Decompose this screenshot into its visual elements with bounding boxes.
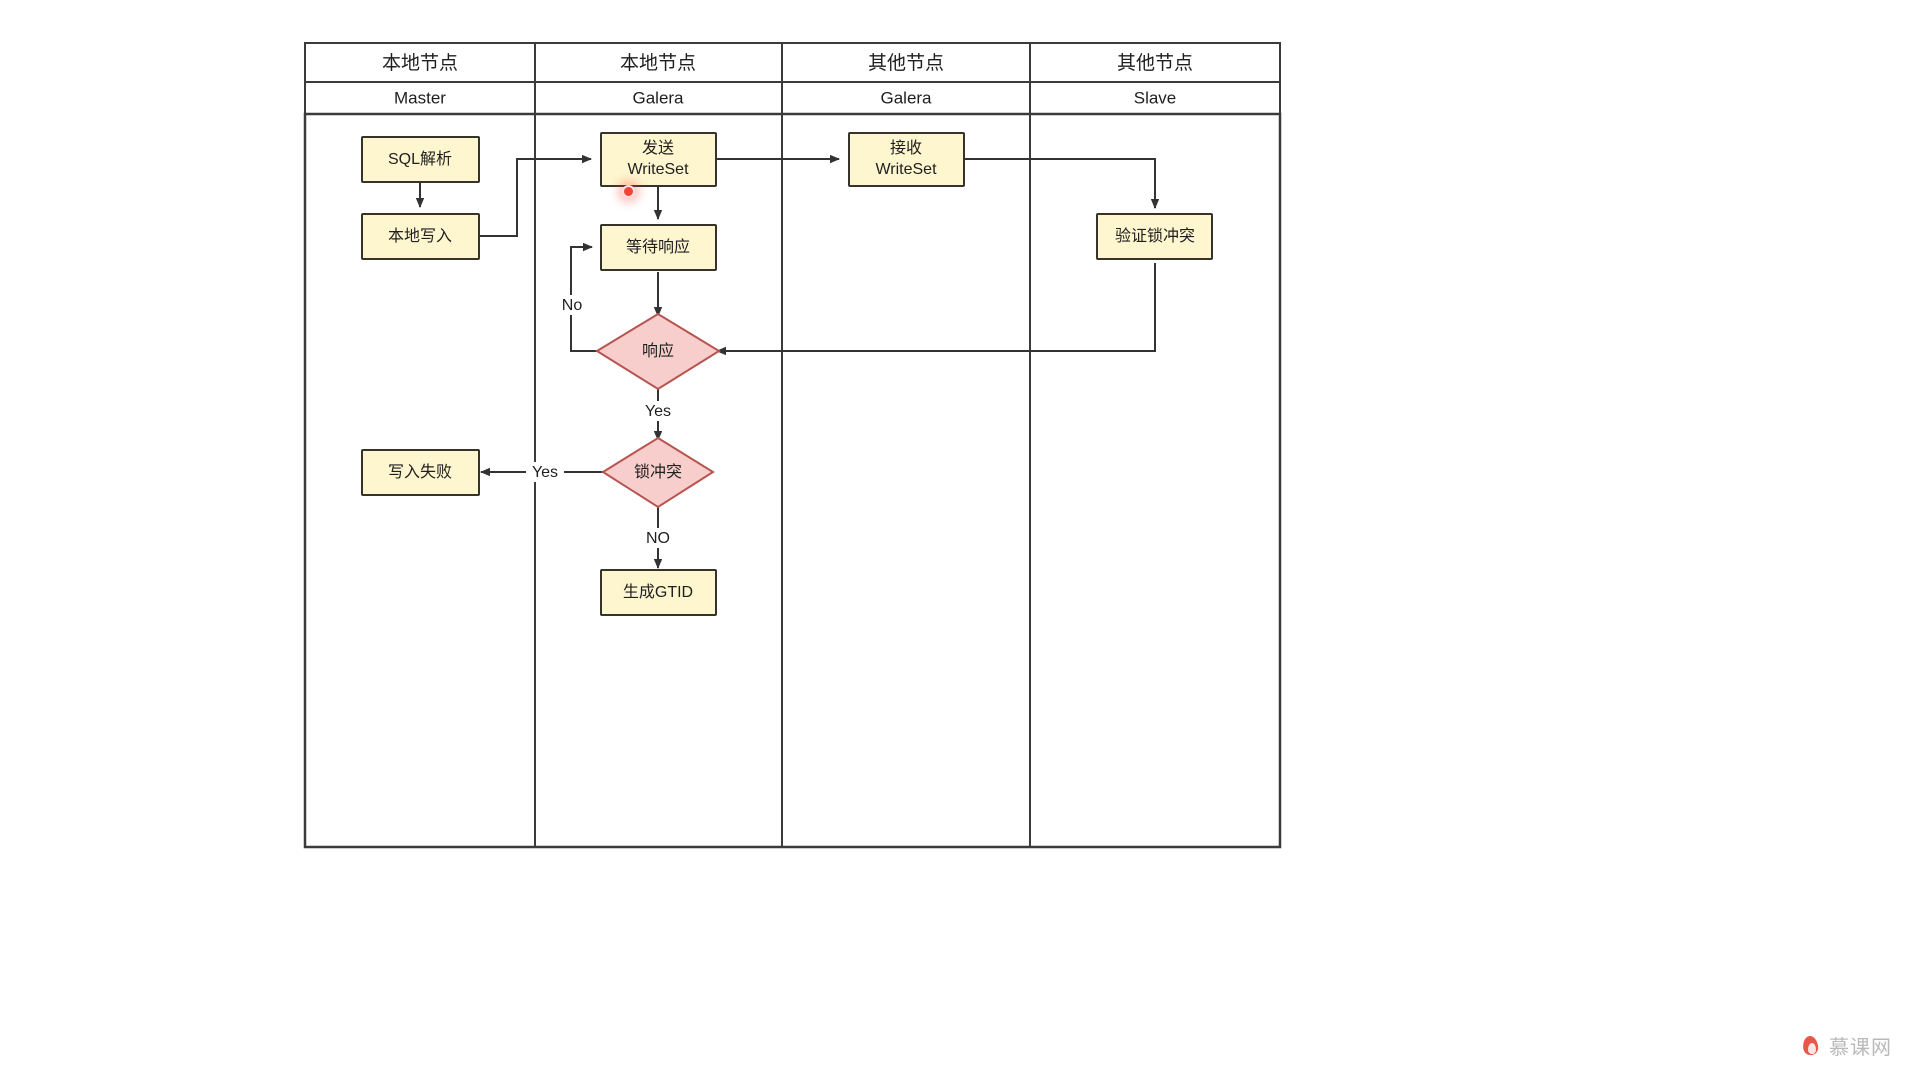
lane-title-1: 本地节点 [620,52,696,74]
lane-subtitle-3: Slave [1134,88,1177,107]
node-verify-lock-conflict-label: 验证锁冲突 [1115,227,1195,245]
node-send-writeset[interactable]: 发送 WriteSet [600,132,717,187]
node-lock-conflict-decision-label: 锁冲突 [634,463,682,481]
lane-title-0: 本地节点 [382,52,458,74]
cursor-highlight-dot [622,185,635,198]
node-wait-response[interactable]: 等待响应 [600,224,717,271]
node-receive-writeset-label-line1: 接收 [890,139,922,157]
node-response-decision-label: 响应 [642,341,674,360]
swimlane-body-frame [303,112,1282,849]
node-response-decision[interactable]: 响应 [595,312,721,391]
lane-title-cell-0 [304,42,536,83]
lane-subtitle-1: Galera [632,88,684,107]
edge-localwrite-to-sendws [479,154,592,237]
node-write-fail[interactable]: 写入失败 [361,449,480,496]
node-local-write[interactable]: 本地写入 [361,213,480,260]
lane-title-cell-3 [1029,42,1281,83]
connectors [415,154,1160,569]
lane-sub-cell-1 [534,81,783,115]
flame-icon [1800,1034,1822,1058]
node-send-writeset-label-line2: WriteSet [627,161,689,178]
node-sql-parse[interactable]: SQL解析 [361,136,480,183]
edge-verifylock-to-resp [716,263,1156,356]
lane-subtitle-0: Master [394,88,446,107]
node-generate-gtid-label: 生成GTID [623,583,693,601]
swimlane-header-row-subtitles: Master Galera Galera Slave [304,81,1281,115]
node-local-write-label: 本地写入 [388,227,452,245]
node-receive-writeset-label-line2: WriteSet [875,161,937,178]
watermark-text: 慕课网 [1829,1037,1892,1059]
swimlane-header-row-titles: 本地节点 本地节点 其他节点 其他节点 [304,42,1281,83]
lane-title-cell-1 [534,42,783,83]
watermark: 慕课网 [1800,1031,1892,1060]
lane-sub-cell-3 [1029,81,1281,115]
edge-labels: No Yes Yes NO [526,295,676,548]
node-write-fail-label: 写入失败 [388,463,452,481]
lane-subtitle-2: Galera [880,88,932,107]
node-sql-parse-label: SQL解析 [388,150,452,168]
node-send-writeset-label-line1: 发送 [642,139,674,157]
lane-title-3: 其他节点 [1117,52,1193,74]
edge-label-response-no: No [562,297,583,314]
edge-label-lock-yes: Yes [532,464,558,481]
edge-recvws-to-verifylock [964,158,1160,209]
node-verify-lock-conflict[interactable]: 验证锁冲突 [1096,213,1213,260]
edge-label-response-yes: Yes [645,403,671,420]
node-generate-gtid[interactable]: 生成GTID [600,569,717,616]
edge-label-lock-no: NO [646,530,670,547]
node-receive-writeset[interactable]: 接收 WriteSet [848,132,965,187]
lane-title-2: 其他节点 [868,52,944,74]
node-lock-conflict-decision[interactable]: 锁冲突 [601,436,715,509]
node-wait-response-label: 等待响应 [626,237,690,256]
